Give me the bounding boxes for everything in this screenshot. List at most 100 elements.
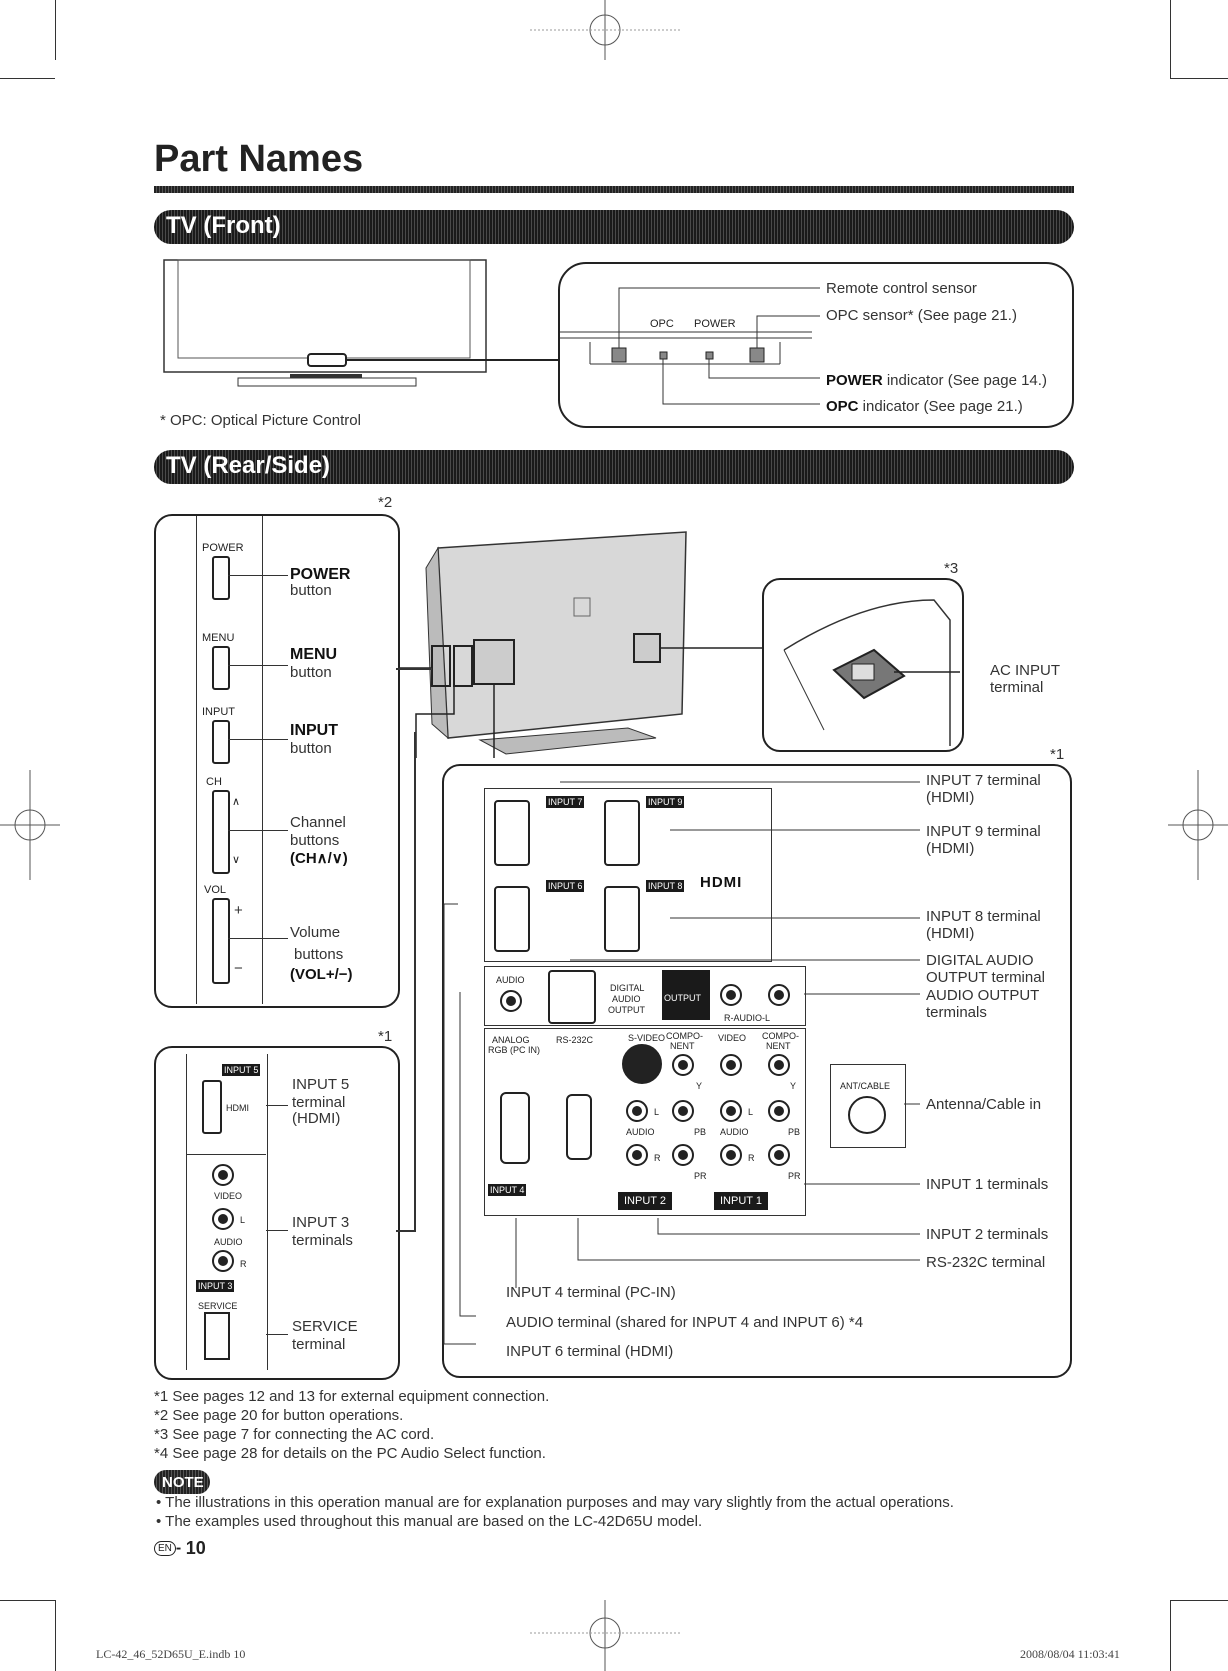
crop-mark-tr: [1140, 0, 1228, 80]
input5-hdmi-port[interactable]: [202, 1080, 222, 1134]
input5-label-1: INPUT 5: [292, 1076, 349, 1093]
channel-up-icon: ∧: [232, 794, 240, 811]
input3-tag: INPUT 3: [196, 1280, 234, 1292]
menu-button-sub: button: [290, 664, 332, 681]
input9-label-2: (HDMI): [926, 840, 974, 857]
section-header-front: TV (Front): [154, 210, 1074, 244]
footnote-1: *1 See pages 12 and 13 for external equi…: [154, 1388, 549, 1405]
crop-mark-tl: [0, 0, 90, 80]
digital-audio-label-1: DIGITAL AUDIO: [926, 952, 1034, 969]
input3-video-jack[interactable]: [212, 1164, 234, 1186]
hdmi-side-tag: HDMI: [226, 1100, 249, 1117]
input8-label-2: (HDMI): [926, 925, 974, 942]
input3-label-1: INPUT 3: [292, 1214, 349, 1231]
volume-label-3: (VOL+/−): [290, 966, 353, 983]
section-header-front-label: TV (Front): [166, 212, 281, 240]
ac-input-label-1: AC INPUT: [990, 662, 1060, 679]
service-leader: [266, 1334, 288, 1335]
input3-label-2: terminals: [292, 1232, 353, 1249]
input3-audio-l-jack[interactable]: [212, 1208, 234, 1230]
side-panel-divider: [186, 1154, 266, 1155]
input-button-label: INPUT: [290, 722, 338, 739]
registration-mark-right: [1168, 770, 1228, 880]
side-terminal-to-rear-leader-v: [414, 732, 416, 1230]
page-number-value: 10: [186, 1538, 206, 1558]
side-panel-ref: *2: [378, 494, 392, 511]
menu-button-tag: MENU: [202, 630, 234, 647]
ac-input-label-2: terminal: [990, 679, 1043, 696]
power-button-shape[interactable]: [212, 556, 230, 600]
power-indicator-bold: POWER: [826, 372, 883, 389]
input2-label: INPUT 2 terminals: [926, 1226, 1048, 1243]
menu-button-shape[interactable]: [212, 646, 230, 690]
registration-mark-left: [0, 770, 60, 880]
power-button-tag: POWER: [202, 540, 244, 557]
service-port[interactable]: [204, 1312, 230, 1360]
title-rule: [154, 186, 1074, 193]
front-panel-detail: [560, 264, 820, 424]
channel-label-3: (CH∧/∨): [290, 850, 348, 867]
note-badge-label: NOTE: [162, 1474, 204, 1491]
note-1: • The illustrations in this operation ma…: [156, 1494, 954, 1511]
rear-leader-lines: [440, 760, 940, 1360]
crop-mark-bl: [0, 1600, 90, 1671]
service-label-1: SERVICE: [292, 1318, 358, 1335]
input1-label: INPUT 1 terminals: [926, 1176, 1048, 1193]
input-button-tag: INPUT: [202, 704, 235, 721]
side-buttons-box: [154, 514, 400, 1008]
opc-indicator-label: OPC indicator (See page 21.): [826, 398, 1023, 415]
ch-button-tag: CH: [206, 774, 222, 791]
opc-indicator-rest: indicator (See page 21.): [859, 398, 1023, 415]
input-button-shape[interactable]: [212, 720, 230, 764]
side-to-rear-leader: [396, 668, 432, 670]
footnote-3: *3 See page 7 for connecting the AC cord…: [154, 1426, 434, 1443]
volume-button-leader: [228, 938, 288, 939]
page-number-sep: -: [176, 1540, 186, 1557]
power-indicator-rest: indicator (See page 14.): [883, 372, 1047, 389]
power-indicator-label: POWER indicator (See page 14.): [826, 372, 1047, 389]
ac-input-illustration: [764, 580, 960, 746]
menu-button-leader: [228, 665, 288, 666]
vol-button-tag: VOL: [204, 882, 226, 899]
language-badge: EN: [154, 1541, 176, 1556]
volume-label-1: Volume: [290, 924, 340, 941]
input5-tag: INPUT 5: [222, 1064, 260, 1076]
footnote-4: *4 See page 28 for details on the PC Aud…: [154, 1445, 546, 1462]
power-button-sub: button: [290, 582, 332, 599]
channel-down-icon: ∨: [232, 852, 240, 869]
tv-front-illustration: [160, 258, 560, 398]
rear-terminals-ref: *1: [1050, 746, 1064, 763]
volume-button-shape[interactable]: [212, 898, 230, 984]
input3-audio-r-jack[interactable]: [212, 1250, 234, 1272]
input5-label-3: (HDMI): [292, 1110, 340, 1127]
power-button-label: POWER: [290, 566, 350, 583]
input5-leader: [266, 1105, 288, 1106]
input9-label-1: INPUT 9 terminal: [926, 823, 1041, 840]
side-terminals-ref: *1: [378, 1028, 392, 1045]
registration-mark-bottom: [530, 1600, 680, 1671]
volume-up-icon: +: [234, 902, 243, 919]
registration-mark-top: [530, 0, 680, 60]
page-title: Part Names: [154, 138, 363, 180]
channel-label-2: buttons: [290, 832, 339, 849]
input3-audio-tag: AUDIO: [214, 1234, 243, 1251]
opc-indicator-bold: OPC: [826, 398, 859, 415]
rs232-label: RS-232C terminal: [926, 1254, 1045, 1271]
input3-leader: [266, 1230, 288, 1231]
side-panel-edge-2: [262, 516, 263, 1004]
input7-label-2: (HDMI): [926, 789, 974, 806]
opc-footnote: * OPC: Optical Picture Control: [160, 412, 361, 429]
note-2: • The examples used throughout this manu…: [156, 1513, 702, 1530]
channel-button-shape[interactable]: [212, 790, 230, 874]
input4-label: INPUT 4 terminal (PC-IN): [506, 1284, 676, 1301]
note-2-text: The examples used throughout this manual…: [165, 1513, 702, 1530]
power-button-leader: [228, 575, 288, 576]
menu-button-label: MENU: [290, 646, 337, 663]
input7-label-1: INPUT 7 terminal: [926, 772, 1041, 789]
service-label-2: terminal: [292, 1336, 345, 1353]
section-header-rear-label: TV (Rear/Side): [166, 452, 330, 480]
ac-ref: *3: [944, 560, 958, 577]
note-1-text: The illustrations in this operation manu…: [165, 1494, 954, 1511]
input5-label-2: terminal: [292, 1094, 345, 1111]
page-number: EN- 10: [154, 1538, 206, 1562]
